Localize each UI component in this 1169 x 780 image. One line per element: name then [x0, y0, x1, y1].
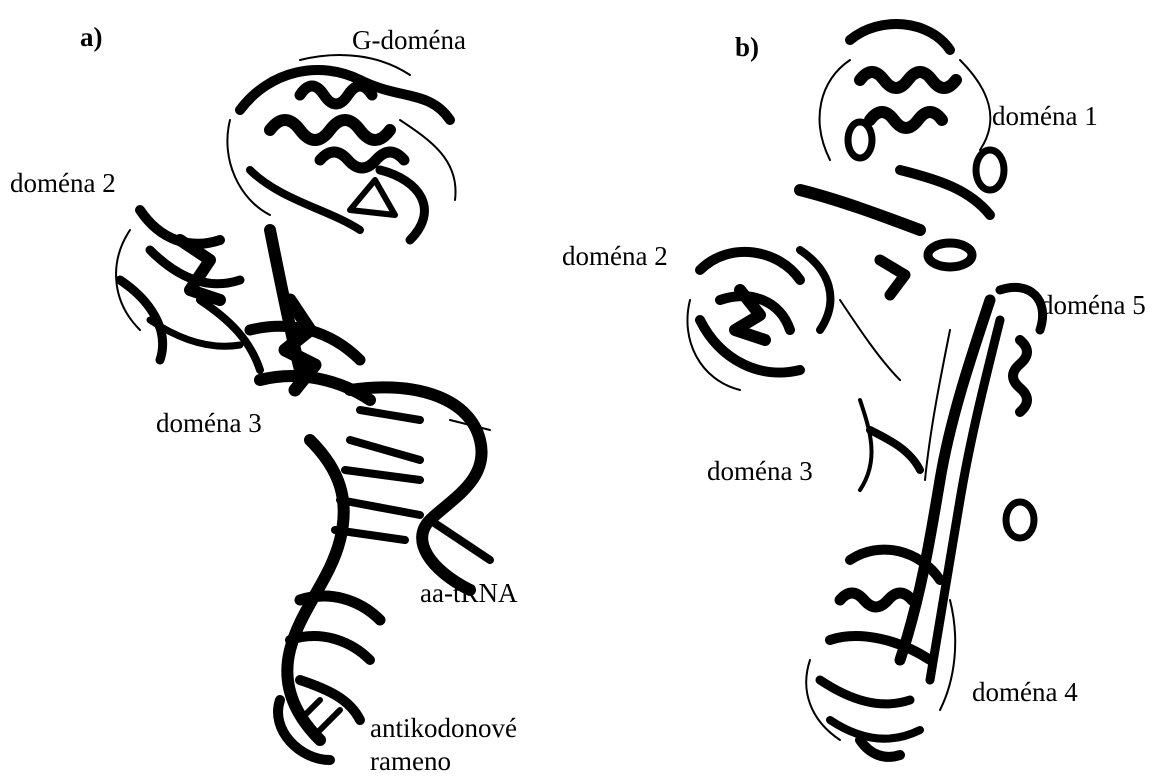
label-b-domain5: doména 5	[1040, 292, 1146, 319]
label-aa-trna: aa-tRNA	[420, 580, 517, 607]
label-b-domain2: doména 2	[562, 243, 668, 270]
label-b-domain4: doména 4	[972, 679, 1078, 706]
label-anticodon-line2: rameno	[370, 748, 451, 775]
panel-b-domain3-ribbons	[840, 300, 920, 490]
label-a-domain3: doména 3	[156, 410, 262, 437]
panel-b-domain5-ribbons	[900, 287, 1043, 680]
panel-b-domain1-ribbons	[800, 24, 1004, 295]
panel-a-letter: a)	[80, 24, 103, 51]
label-b-domain1: doména 1	[992, 103, 1098, 130]
panel-b-domain2-ribbons	[687, 250, 830, 390]
panel-b-letter: b)	[735, 34, 759, 61]
label-b-domain3: doména 3	[707, 458, 813, 485]
label-g-domain: G-doména	[352, 27, 466, 54]
label-anticodon-line1: antikodonové	[370, 715, 517, 742]
label-a-domain2: doména 2	[10, 170, 116, 197]
